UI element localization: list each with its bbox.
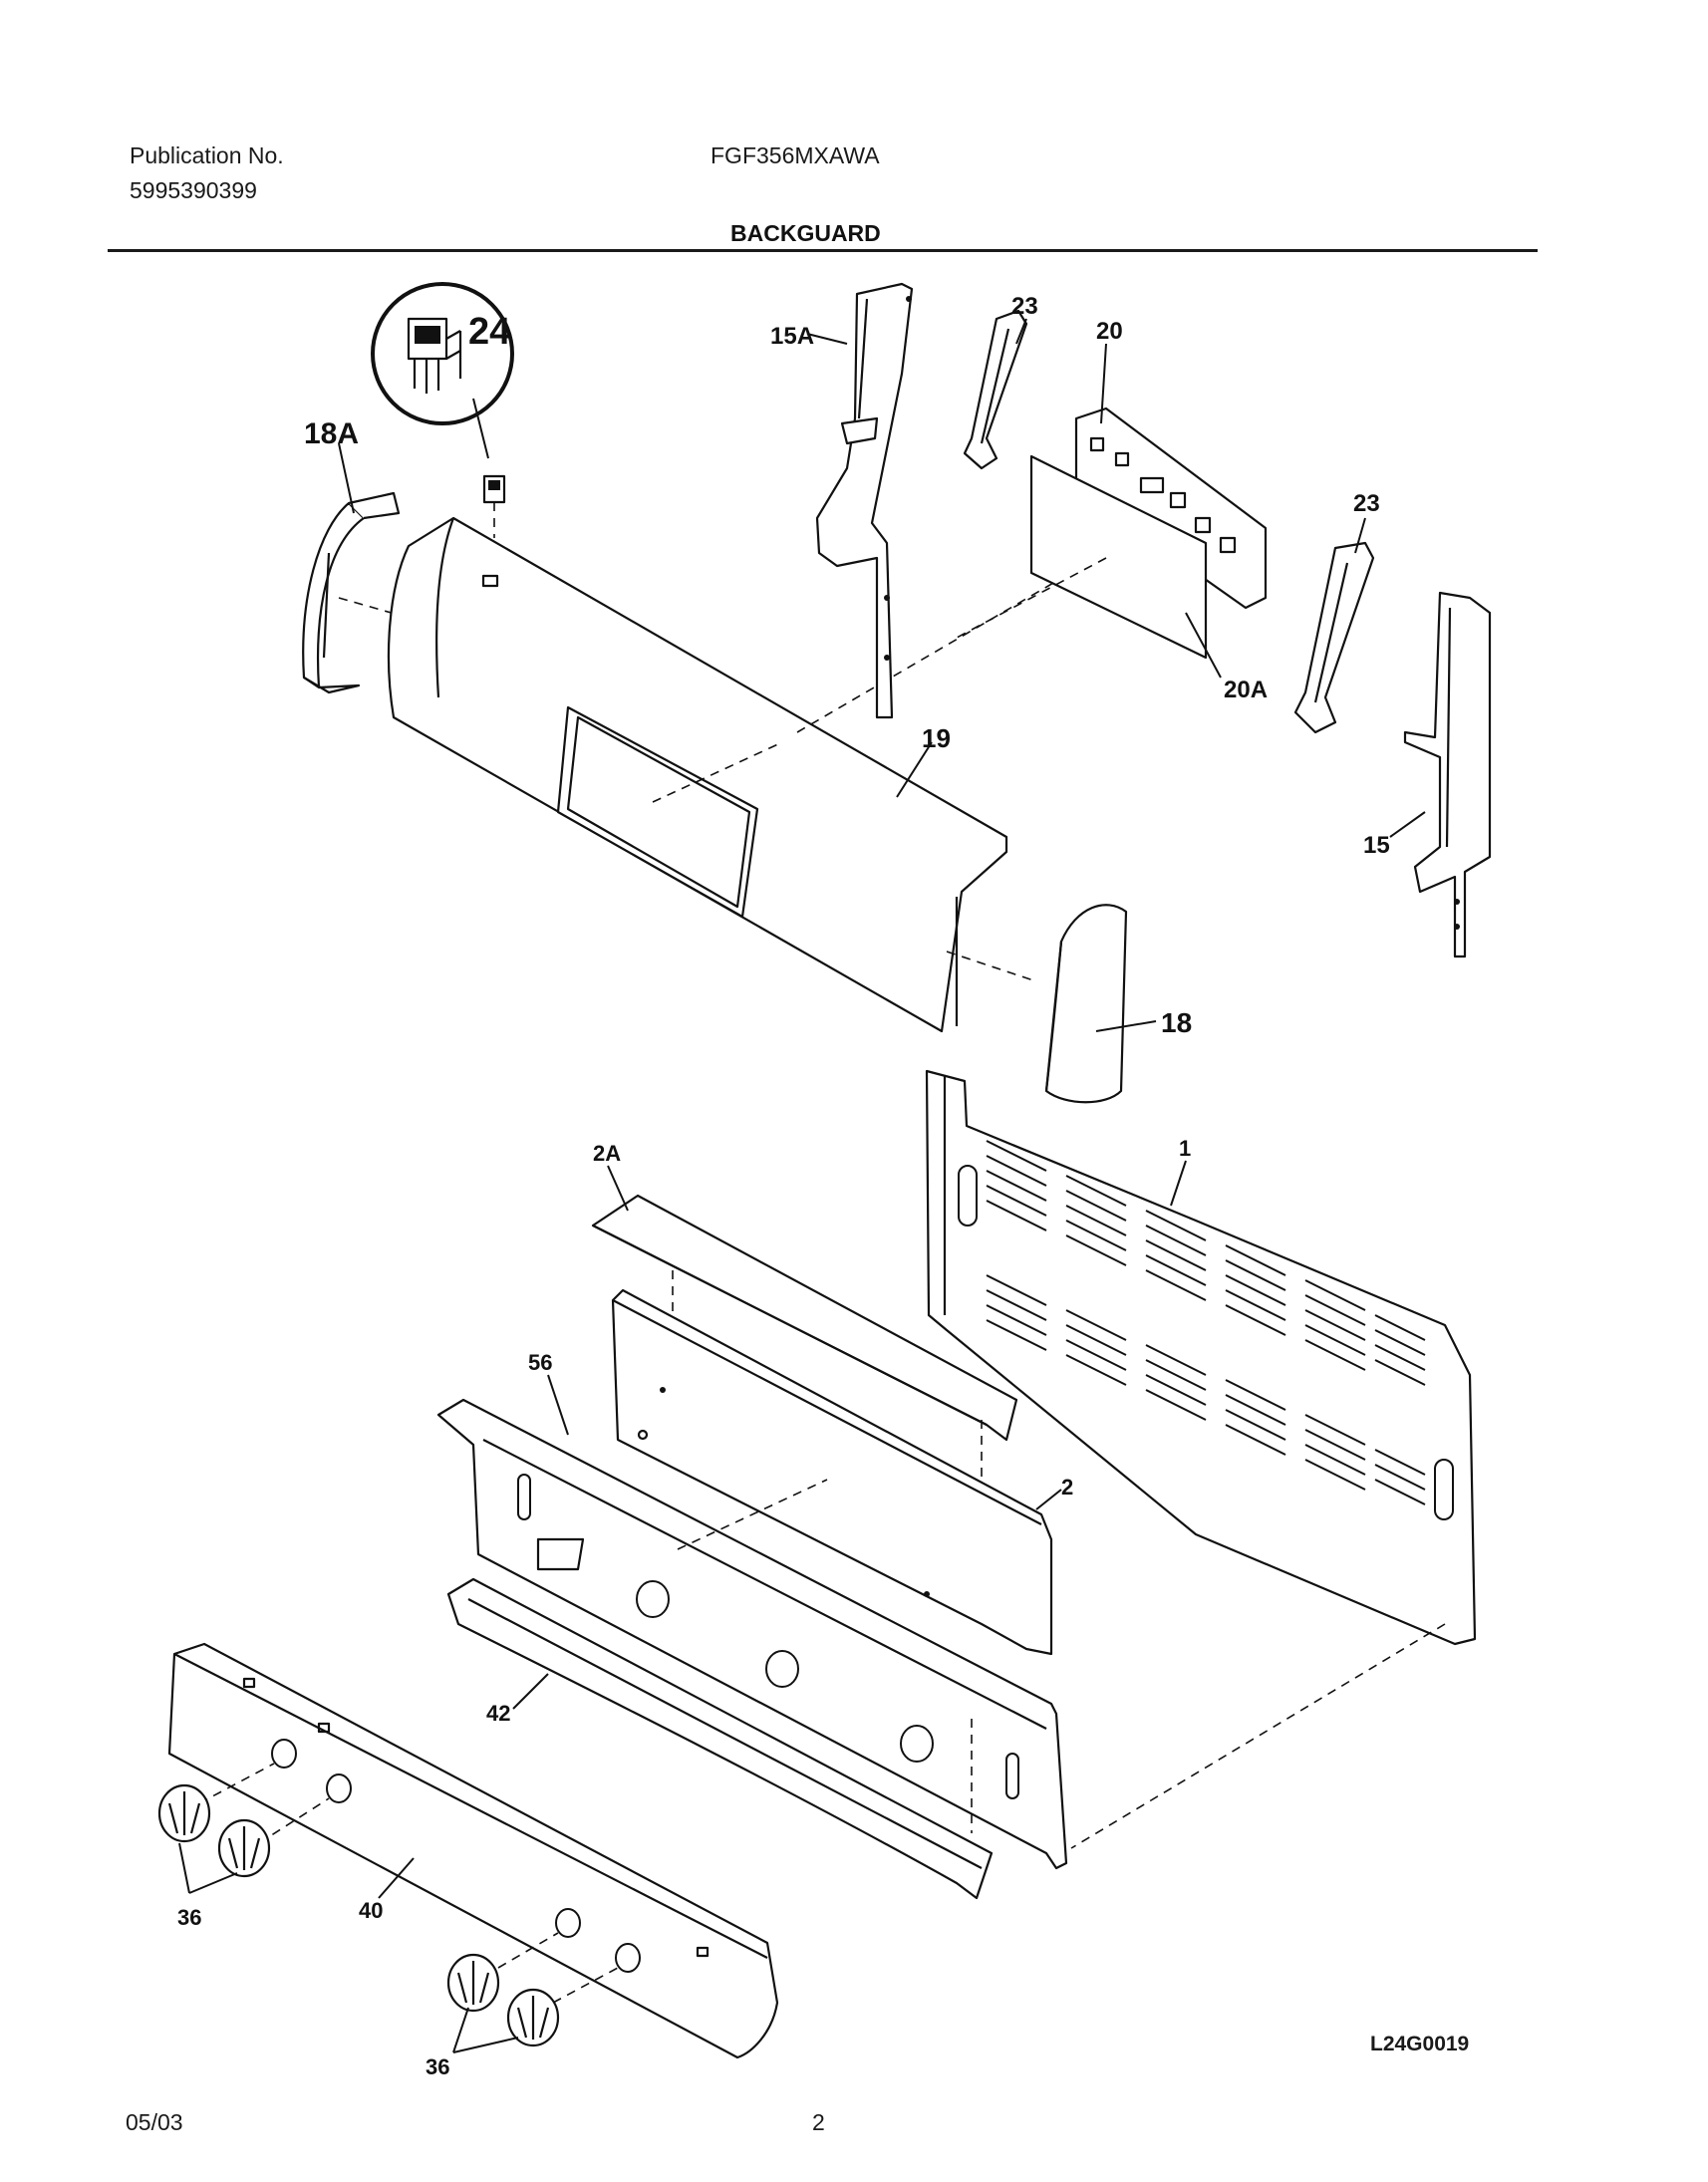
part-15a-left-bracket [815, 282, 914, 719]
part-2-shield-plate [611, 1288, 1053, 1656]
callout-40: 40 [359, 1898, 383, 1923]
callout-15: 15 [1363, 832, 1390, 859]
part-56-mounting-frame [436, 1398, 1068, 1870]
callout-2a: 2A [593, 1141, 621, 1166]
knob [506, 1988, 560, 2047]
callout-20a: 20A [1224, 677, 1268, 703]
part-18a-left-endcap [302, 491, 410, 694]
part-36-control-knobs [157, 1783, 560, 2047]
knob [446, 1953, 500, 2013]
callout-19: 19 [922, 723, 951, 753]
callout-24: 24 [468, 311, 510, 353]
callout-1: 1 [1179, 1136, 1191, 1161]
part-18-right-endcap [1044, 904, 1128, 1104]
part-15-right-bracket [1403, 591, 1492, 958]
part-20-control-board [956, 407, 1268, 660]
callout-56: 56 [528, 1350, 552, 1375]
callout-leaders [178, 318, 1426, 2053]
part-24-switch [482, 474, 506, 538]
callout-labels: 24 18A 15A 23 20 23 20A 19 15 18 2A 1 56… [177, 293, 1390, 2079]
callout-36-left: 36 [177, 1905, 201, 1930]
callout-23-lower: 23 [1353, 490, 1380, 517]
callout-23-upper: 23 [1011, 293, 1038, 320]
page-number: 2 [812, 2109, 825, 2135]
model-number: FGF356MXAWA [711, 142, 880, 168]
part-23-lower-clip [1293, 541, 1375, 734]
section-title: BACKGUARD [730, 220, 881, 246]
part-42-trim-bar [446, 1577, 994, 1900]
publication-number: 5995390399 [130, 177, 257, 203]
part-19-backguard-panel [387, 516, 1097, 1033]
part-23-upper-clip [963, 309, 1028, 470]
callout-42: 42 [486, 1701, 510, 1726]
callout-15a: 15A [770, 323, 814, 350]
callout-18: 18 [1161, 1007, 1192, 1038]
part-24-switch-detail [371, 282, 514, 459]
header-rule [108, 249, 1538, 252]
knob [217, 1818, 271, 1878]
part-40-control-panel [167, 1642, 779, 2059]
knob [157, 1783, 211, 1843]
drawing-id: L24G0019 [1370, 2033, 1470, 2055]
publication-label: Publication No. [130, 142, 284, 168]
callout-18a: 18A [304, 417, 359, 450]
part-1-vent-louvres [986, 1140, 1426, 1505]
revision-date: 05/03 [126, 2109, 183, 2135]
callout-20: 20 [1096, 318, 1123, 345]
part-2a-trim-strip [591, 1194, 1018, 1529]
callout-2: 2 [1061, 1475, 1073, 1500]
part-1-rear-panel [925, 1069, 1477, 1849]
callout-36-right: 36 [426, 2054, 449, 2079]
